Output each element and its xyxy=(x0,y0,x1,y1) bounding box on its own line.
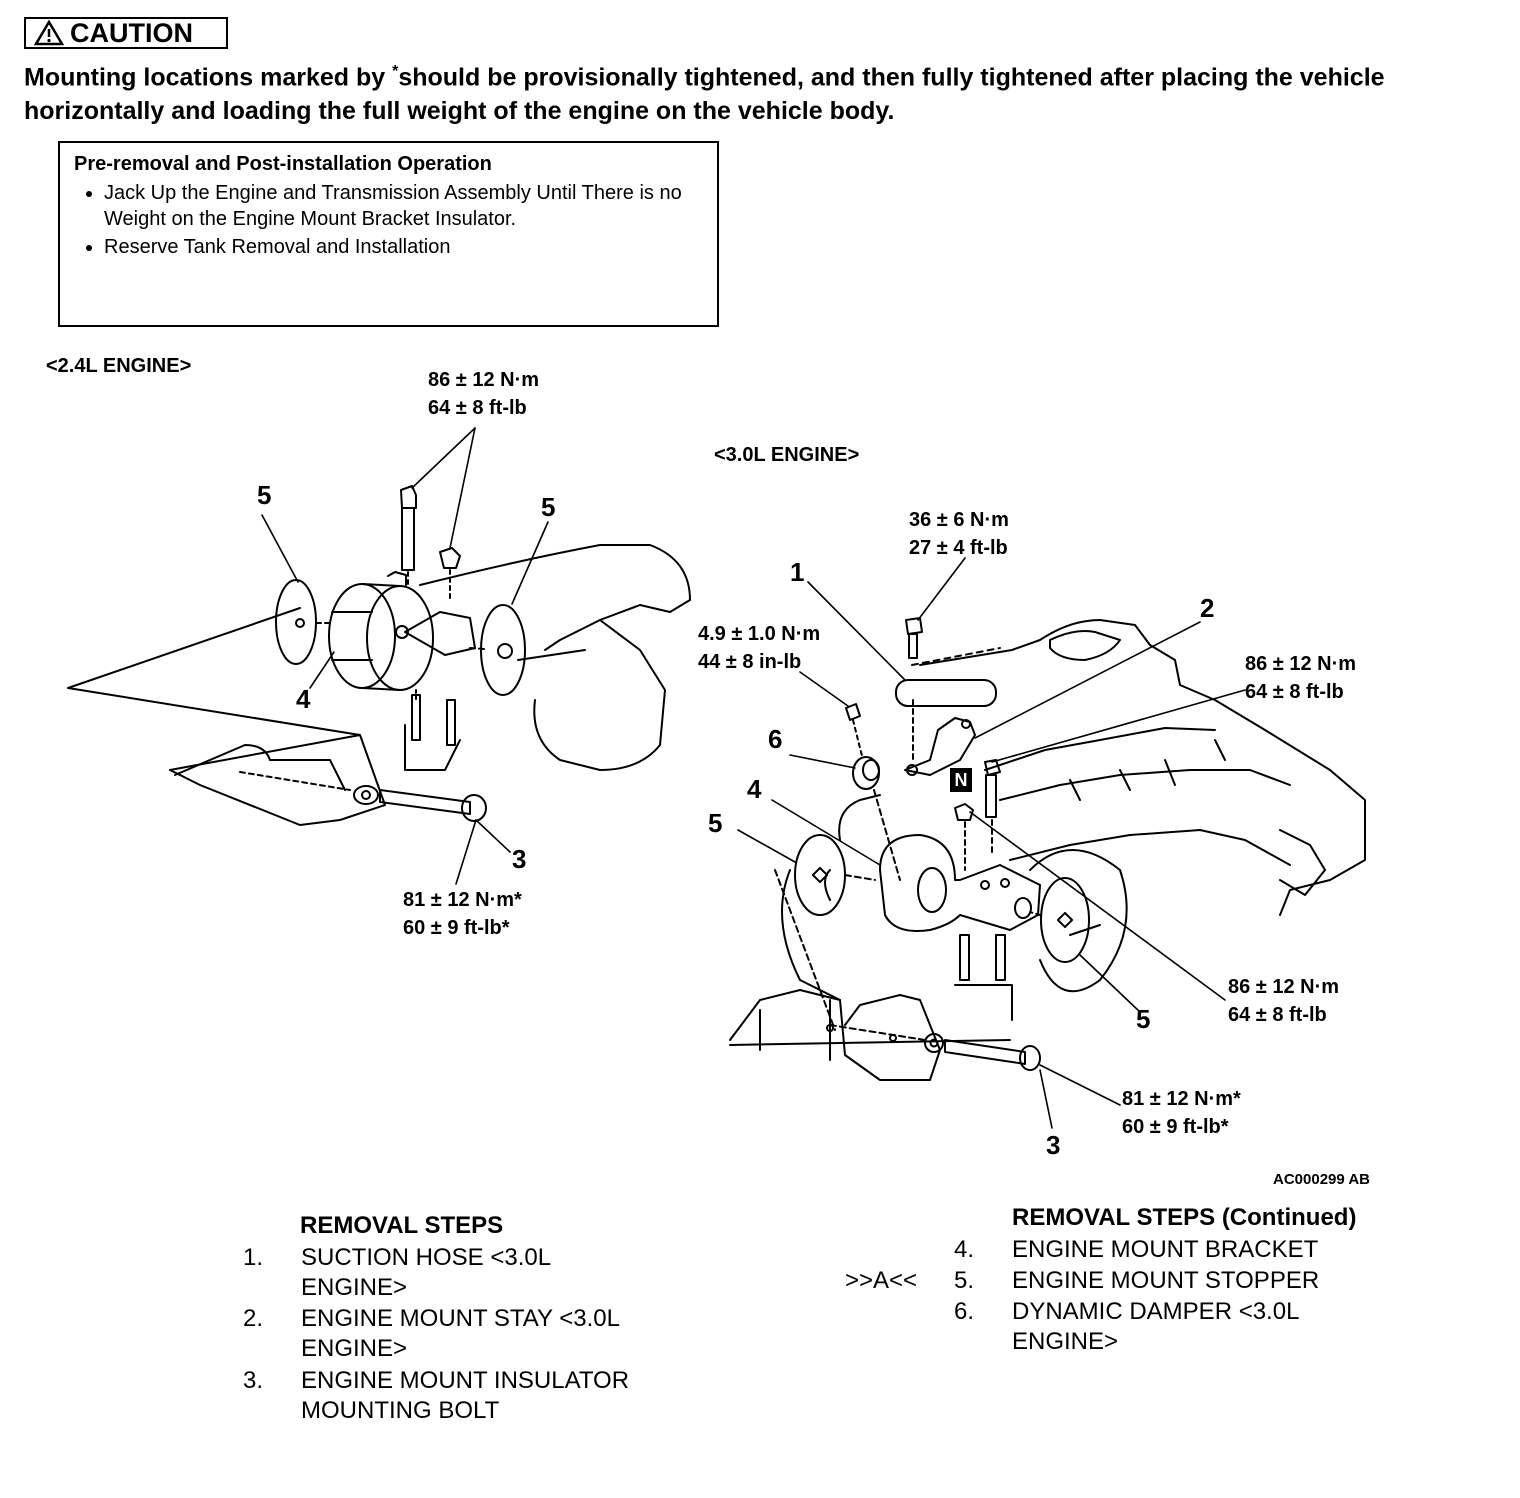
warning-triangle-icon xyxy=(34,20,64,46)
right-callout-6: 6 xyxy=(768,724,783,754)
right-nut-bolt xyxy=(954,759,1001,871)
left-torque-top: 86 ± 12 N·m 64 ± 8 ft-lb xyxy=(428,369,540,419)
left-engine-outline xyxy=(67,544,691,826)
right-studs xyxy=(954,934,1013,1021)
left-through-bolt xyxy=(239,771,487,822)
right-callout-5b: 5 xyxy=(1136,1004,1151,1034)
left-engine-title: <2.4L ENGINE> xyxy=(46,355,192,377)
right-stay-bolt xyxy=(905,617,923,761)
pre-removal-item: Reserve Tank Removal and Installation xyxy=(104,234,703,260)
right-dynamic-damper xyxy=(845,703,901,881)
left-torque-bottom: 81 ± 12 N·m* 60 ± 9 ft-lb* xyxy=(403,889,522,939)
removal-steps-cont-title: REMOVAL STEPS (Continued) xyxy=(1012,1204,1357,1231)
removal-step-4: 4. ENGINE MOUNT BRACKET xyxy=(954,1236,1319,1263)
right-callout-1: 1 xyxy=(790,557,805,587)
caution-box: CAUTION xyxy=(24,17,228,49)
right-torque-bolt: 81 ± 12 N·m* 60 ± 9 ft-lb* xyxy=(1122,1088,1241,1138)
pre-removal-item: Jack Up the Engine and Transmission Asse… xyxy=(104,180,689,232)
pre-removal-list: Jack Up the Engine and Transmission Asse… xyxy=(74,180,703,260)
left-mount-insulator xyxy=(328,571,476,691)
left-studs xyxy=(411,689,456,746)
pre-removal-box: Pre-removal and Post-installation Operat… xyxy=(58,141,719,327)
left-leaders xyxy=(261,427,549,885)
right-torque-stay: 36 ± 6 N·m 27 ± 4 ft-lb xyxy=(909,509,1009,559)
left-callout-5b: 5 xyxy=(541,492,556,522)
right-mount-bracket xyxy=(879,834,1041,932)
right-leaders xyxy=(737,557,1246,1129)
right-mount-stay xyxy=(904,717,976,776)
left-stopper-b xyxy=(469,604,586,696)
removal-steps-title: REMOVAL STEPS xyxy=(300,1212,504,1239)
right-suction-hose xyxy=(895,647,1001,707)
right-stopper-b xyxy=(1029,877,1101,963)
right-callout-2: 2 xyxy=(1200,593,1215,623)
left-callout-5a: 5 xyxy=(257,480,272,510)
caution-text: Mounting locations marked by *should be … xyxy=(24,63,1385,126)
right-torque-lower: 86 ± 12 N·m 64 ± 8 ft-lb xyxy=(1228,976,1340,1026)
pre-removal-title: Pre-removal and Post-installation Operat… xyxy=(74,153,492,175)
left-callout-4: 4 xyxy=(296,684,311,714)
right-engine-outline xyxy=(729,619,1366,1081)
left-callout-3: 3 xyxy=(512,844,527,874)
right-callout-3: 3 xyxy=(1046,1130,1061,1160)
caution-label: CAUTION xyxy=(70,17,193,48)
new-nut-badge: N xyxy=(950,768,972,792)
removal-step-5: 5. ENGINE MOUNT STOPPER xyxy=(954,1267,1320,1294)
service-marker: >>A<< xyxy=(845,1267,918,1294)
right-callout-5a: 5 xyxy=(708,808,723,838)
right-torque-damper: 4.9 ± 1.0 N·m 44 ± 8 in-lb xyxy=(698,623,821,673)
right-callout-4: 4 xyxy=(747,774,762,804)
right-stopper-a xyxy=(774,834,876,1031)
right-engine-title: <3.0L ENGINE> xyxy=(714,444,860,466)
left-stopper-a xyxy=(275,579,334,665)
right-through-bolt xyxy=(826,1024,1041,1071)
right-torque-upper: 86 ± 12 N·m 64 ± 8 ft-lb xyxy=(1245,653,1357,703)
figure-code: AC000299 AB xyxy=(1273,1171,1370,1188)
